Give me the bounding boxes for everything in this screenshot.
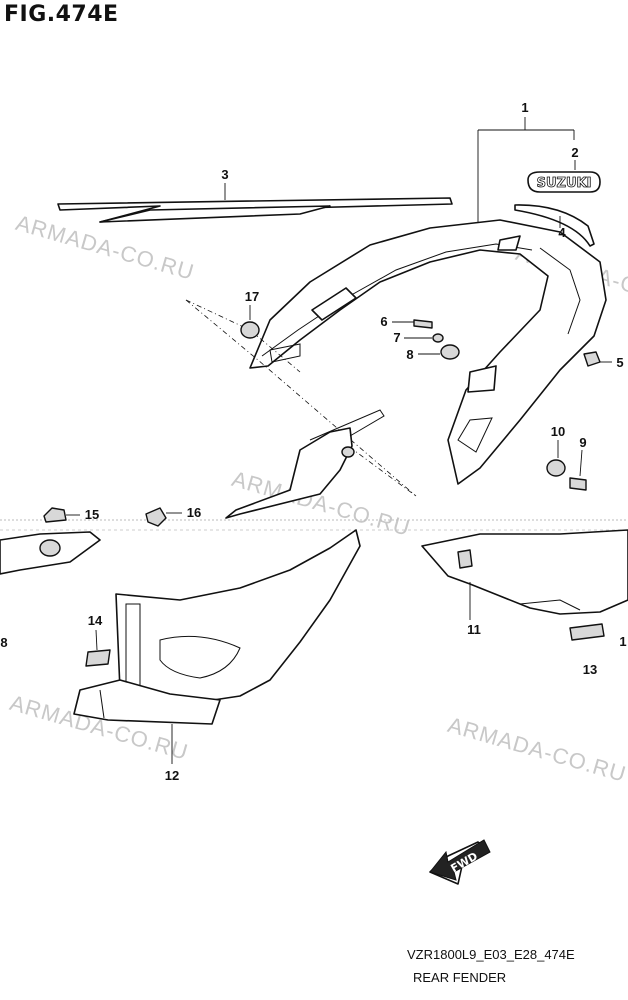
callout-1-right: 1 xyxy=(619,634,626,649)
part-9-screw xyxy=(569,449,587,491)
callout-1: 1 xyxy=(521,100,528,115)
part-17-grommet xyxy=(240,305,260,339)
badge-text: SUZUKI xyxy=(537,176,592,191)
left-cover-fragment xyxy=(0,531,101,575)
callout-10: 10 xyxy=(551,424,565,439)
part-3-stripe xyxy=(57,183,453,223)
callout-9: 9 xyxy=(579,435,586,450)
part-10-grommet xyxy=(546,440,566,477)
callout-14: 14 xyxy=(88,613,103,628)
part-1-bracket xyxy=(477,117,575,232)
torn-edge xyxy=(0,519,628,531)
callouts: 1 2 3 4 5 6 7 8 9 10 15 16 17 8 14 12 11… xyxy=(0,100,626,783)
callout-4: 4 xyxy=(558,225,566,240)
callout-16: 16 xyxy=(187,505,201,520)
part-4-trim-strip xyxy=(514,204,595,247)
callout-2: 2 xyxy=(571,145,578,160)
callout-17: 17 xyxy=(245,289,259,304)
tail-cowl-assembly xyxy=(249,219,607,485)
part-12-side-cover xyxy=(73,409,385,764)
callout-12: 12 xyxy=(165,768,179,783)
part-6-bolt xyxy=(392,319,433,329)
part-8-nut xyxy=(418,344,460,360)
part-5-clip xyxy=(583,351,612,367)
callout-7: 7 xyxy=(393,330,400,345)
part-13-pad xyxy=(569,623,605,641)
callout-15: 15 xyxy=(85,507,99,522)
fwd-arrow: FWD xyxy=(429,839,491,885)
callout-8-left: 8 xyxy=(0,635,7,650)
part-14-pad xyxy=(85,629,111,667)
callout-6: 6 xyxy=(380,314,387,329)
callout-5: 5 xyxy=(616,355,623,370)
callout-11: 11 xyxy=(467,622,481,637)
callout-8: 8 xyxy=(406,347,413,362)
figure-caption: REAR FENDER xyxy=(413,970,507,985)
part-7-washer xyxy=(404,333,444,343)
figure-code: VZR1800L9_E03_E28_474E xyxy=(407,947,575,962)
part-16-push-rivet xyxy=(145,507,182,527)
callout-3: 3 xyxy=(221,167,228,182)
callout-13: 13 xyxy=(583,662,597,677)
part-2-suzuki-badge: SUZUKI xyxy=(527,160,601,193)
part-11-side-cover xyxy=(421,529,628,620)
part-15-clip xyxy=(43,507,80,523)
figure-title: FIG.474E xyxy=(4,2,119,27)
